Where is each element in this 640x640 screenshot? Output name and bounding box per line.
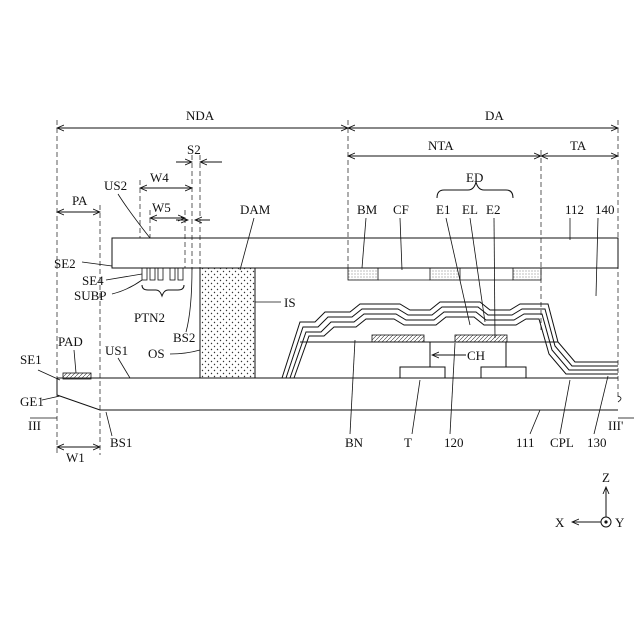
w5-label: W5 xyxy=(152,200,171,215)
ptn2-label: PTN2 xyxy=(134,310,165,325)
cf-label: CF xyxy=(393,202,409,217)
se1-label: SE1 xyxy=(20,352,42,367)
da-label: DA xyxy=(485,108,504,123)
n130-label: 130 xyxy=(587,435,607,450)
region-dimensions xyxy=(57,128,618,447)
subp-label: SUBP xyxy=(74,288,107,303)
w4-label: W4 xyxy=(150,170,169,185)
e1-label: E1 xyxy=(436,202,450,217)
nta-label: NTA xyxy=(428,138,454,153)
t-label: T xyxy=(404,435,412,450)
ed-label: ED xyxy=(466,170,483,185)
us1-label: US1 xyxy=(105,343,128,358)
is-label: IS xyxy=(284,295,296,310)
labels: NDA DA NTA TA PA ED S2 W4 W5 W1 US2 DAM … xyxy=(20,108,623,465)
cpl-label: CPL xyxy=(550,435,574,450)
bm-label: BM xyxy=(357,202,378,217)
iii-label: III xyxy=(28,418,41,433)
pixel-layer xyxy=(300,335,558,342)
n140-label: 140 xyxy=(595,202,615,217)
se4-label: SE4 xyxy=(82,273,104,288)
bn-label: BN xyxy=(345,435,364,450)
pad xyxy=(63,373,91,379)
dam xyxy=(200,268,255,378)
axis-indicator: Z X Y xyxy=(555,470,625,530)
extension-lines xyxy=(57,120,618,455)
dam-label: DAM xyxy=(240,202,271,217)
leader-lines xyxy=(30,194,634,436)
upper-substrate xyxy=(112,238,618,268)
iii-prime-label: III' xyxy=(608,418,623,433)
s2-label: S2 xyxy=(187,142,201,157)
lower-substrate xyxy=(57,373,621,410)
us2-label: US2 xyxy=(104,178,127,193)
y-axis-label: Y xyxy=(615,515,625,530)
n111-label: 111 xyxy=(516,435,535,450)
ge1-label: GE1 xyxy=(20,394,44,409)
x-axis-label: X xyxy=(555,515,565,530)
pad-label: PAD xyxy=(58,334,83,349)
encapsulation-layers xyxy=(282,302,618,378)
n120-label: 120 xyxy=(444,435,464,450)
color-filter-row xyxy=(348,268,541,280)
se2-label: SE2 xyxy=(54,256,76,271)
nda-label: NDA xyxy=(186,108,215,123)
bs1-label: BS1 xyxy=(110,435,132,450)
n112-label: 112 xyxy=(565,202,584,217)
transistors xyxy=(400,342,526,378)
z-axis-label: Z xyxy=(602,470,610,485)
ch-label: CH xyxy=(467,348,485,363)
bs2-label: BS2 xyxy=(173,330,195,345)
ptn2-patterns xyxy=(142,268,184,296)
e2-label: E2 xyxy=(486,202,500,217)
ta-label: TA xyxy=(570,138,587,153)
pa-label: PA xyxy=(72,193,88,208)
os-label: OS xyxy=(148,346,165,361)
el-label: EL xyxy=(462,202,478,217)
w1-label: W1 xyxy=(66,450,85,465)
